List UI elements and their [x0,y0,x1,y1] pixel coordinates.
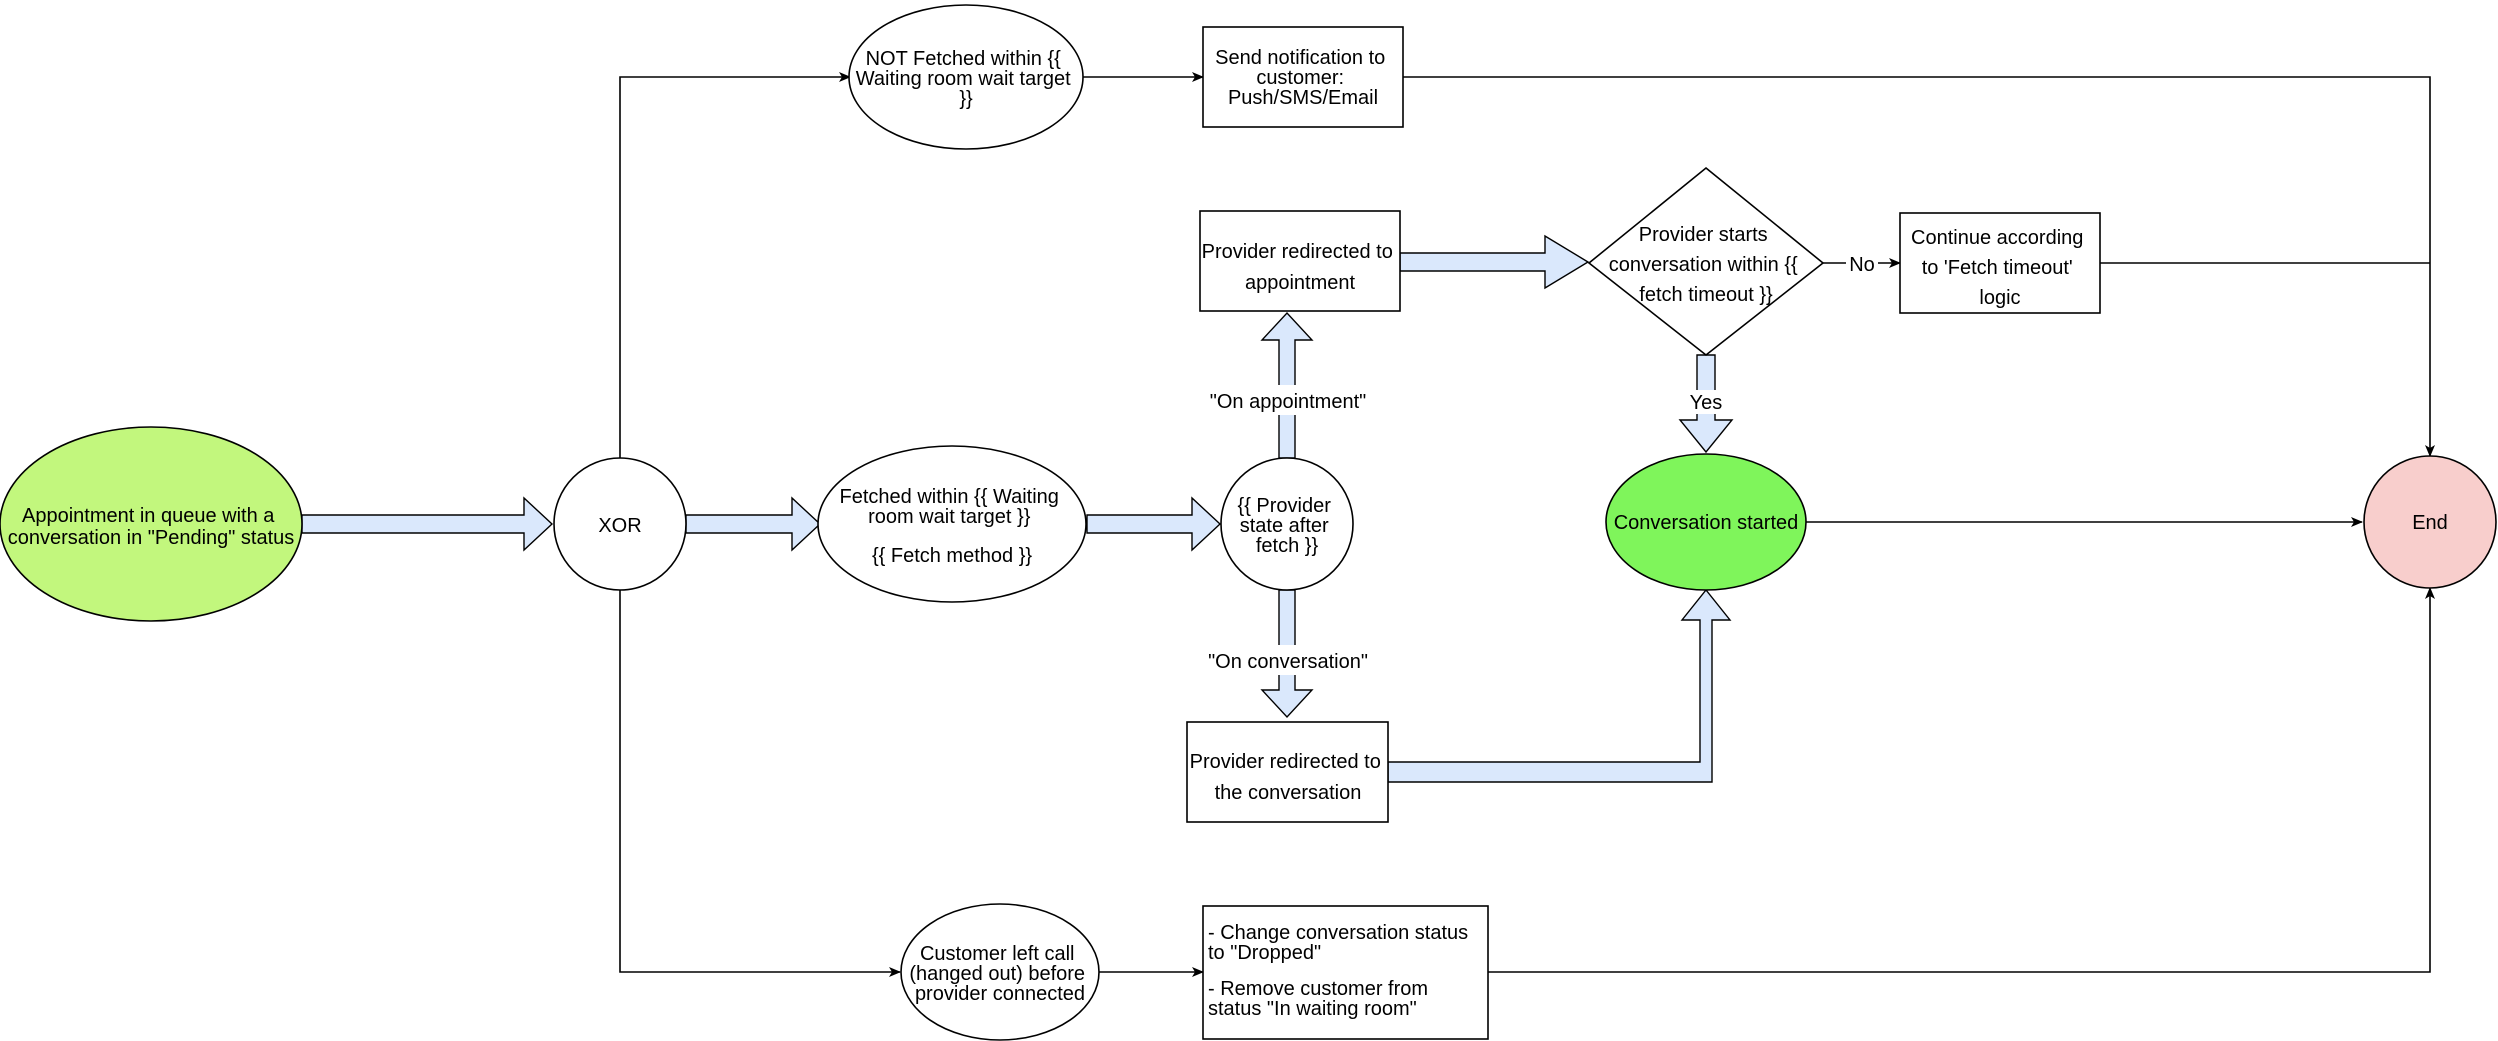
conversation-started-label: Conversation started [1614,512,1799,534]
svg-text:NOT Fetched within {{ Wa: NOT Fetched within {{ Waiting room wait … [856,48,1076,110]
fetched-line-2: room wait target }} [868,506,1031,528]
redirected-appointment-line-1: Provider redirected to [1202,241,1393,263]
svg-text:Customer left call (hang: Customer left call (hanged out) before p… [909,943,1090,1005]
svg-text:Fetched within {{ Waiting: Fetched within {{ Waiting room wait targ… [840,486,1065,567]
provider-state-line-3: fetch }} [1256,535,1319,557]
fetched-to-provider-state-flow-arrow [1086,496,1222,552]
continue-timeout-node[interactable]: Continue according to 'Fetch timeout' lo… [1899,212,2101,314]
xor-to-not-fetched-connector [619,72,851,458]
continue-timeout-line-3: logic [1979,287,2020,309]
no-label-bg [1846,252,1878,276]
change-status-line-2: to "Dropped" [1208,942,1321,964]
svg-text:Conversation started: Conversation started [1614,512,1799,534]
provider-starts-line-1: Provider starts [1639,224,1768,246]
svg-text:Continue according to 'F: Continue according to 'Fetch timeout' lo… [1911,227,2089,309]
send-notification-line-3: Push/SMS/Email [1228,87,1378,109]
thin-connectors [619,72,2435,977]
conversation-to-started-flow-arrow [1387,588,1732,783]
xor-to-fetched-flow-arrow [685,496,822,552]
svg-text:{{ Provider state after: {{ Provider state after fetch }} [1238,495,1337,557]
yes-label-bg [1687,390,1725,414]
on-appointment-label-bg [1205,385,1369,415]
conversation-started-node[interactable]: Conversation started [1605,453,1807,591]
fetched-node[interactable]: Fetched within {{ Waiting room wait targ… [817,445,1087,603]
change-status-node[interactable]: - Change conversation status to "Dropped… [1202,905,1489,1040]
svg-text:Appointment in queue with a: Appointment in queue with a conversation… [8,505,295,549]
appointment-to-decision-flow-arrow [1399,234,1590,290]
svg-text:End: End [2412,512,2448,534]
continue-timeout-line-1: Continue according [1911,227,2083,249]
redirected-appointment-line-2: appointment [1245,272,1356,294]
continue-timeout-line-2: to 'Fetch timeout' [1922,257,2073,279]
svg-text:- Change conversation status: - Change conversation status to "Dropped… [1208,922,1474,1020]
start-node-line-2: conversation in "Pending" status [8,527,295,549]
start-to-xor-flow-arrow [301,496,554,552]
send-notification-node[interactable]: Send notification to customer: Push/SMS/… [1202,26,1404,128]
xor-to-customer-left-connector [619,590,901,977]
svg-text:Provider redirected to a: Provider redirected to appointment [1202,241,1399,294]
xor-gateway-label: XOR [598,515,641,537]
on-conversation-label: "On conversation" [1208,651,1368,673]
redirected-conversation-node[interactable]: Provider redirected to the conversation [1186,721,1389,823]
change-status-line-1: - Change conversation status [1208,922,1468,944]
svg-text:Provider redirected to t: Provider redirected to the conversation [1190,751,1387,804]
customer-left-line-2: (hanged out) before [909,963,1085,985]
svg-text:XOR: XOR [598,515,641,537]
redirected-conversation-line-2: the conversation [1215,782,1362,804]
provider-state-node[interactable]: {{ Provider state after fetch }} [1220,457,1354,591]
not-fetched-line-1: NOT Fetched within {{ [866,48,1062,70]
customer-left-line-3: provider connected [915,983,1085,1005]
notification-to-end-connector [1403,76,2435,457]
not-fetched-node[interactable]: NOT Fetched within {{ Waiting room wait … [848,4,1084,150]
fetched-line-1: Fetched within {{ Waiting [840,486,1059,508]
xor-gateway[interactable]: XOR [553,457,687,591]
not-fetched-line-3: }} [959,88,973,110]
no-label: No [1849,254,1875,276]
send-notification-line-2: customer: [1256,67,1344,89]
provider-state-line-1: {{ Provider [1238,495,1332,517]
change-status-to-end-connector [1488,587,2435,973]
yes-label: Yes [1690,392,1723,414]
provider-state-line-2: state after [1240,515,1329,537]
end-node[interactable]: End [2363,455,2497,589]
provider-starts-decision[interactable]: Provider starts conversation within {{ f… [1587,166,1825,357]
fetched-line-3: {{ Fetch method }} [872,545,1032,567]
on-appointment-label: "On appointment" [1210,391,1367,413]
change-status-line-4: status "In waiting room" [1208,998,1417,1020]
on-conversation-label-bg [1200,645,1376,675]
svg-text:Send notification to cus: Send notification to customer: Push/SMS/… [1215,47,1391,109]
end-label: End [2412,512,2448,534]
start-node-line-1: Appointment in queue with a [22,505,275,527]
redirected-appointment-node[interactable]: Provider redirected to appointment [1199,210,1401,312]
not-fetched-line-2: Waiting room wait target [856,68,1071,90]
send-notification-line-1: Send notification to [1215,47,1385,69]
svg-text:Provider starts conversa: Provider starts conversation within {{ f… [1609,224,1804,306]
provider-starts-line-3: fetch timeout }} [1639,284,1773,306]
customer-left-line-1: Customer left call [920,943,1075,965]
start-node[interactable]: Appointment in queue with a conversation… [0,426,303,622]
redirected-conversation-line-1: Provider redirected to [1190,751,1381,773]
provider-starts-line-2: conversation within {{ [1609,254,1798,276]
change-status-line-3: - Remove customer from [1208,978,1428,1000]
customer-left-node[interactable]: Customer left call (hanged out) before p… [900,903,1100,1041]
